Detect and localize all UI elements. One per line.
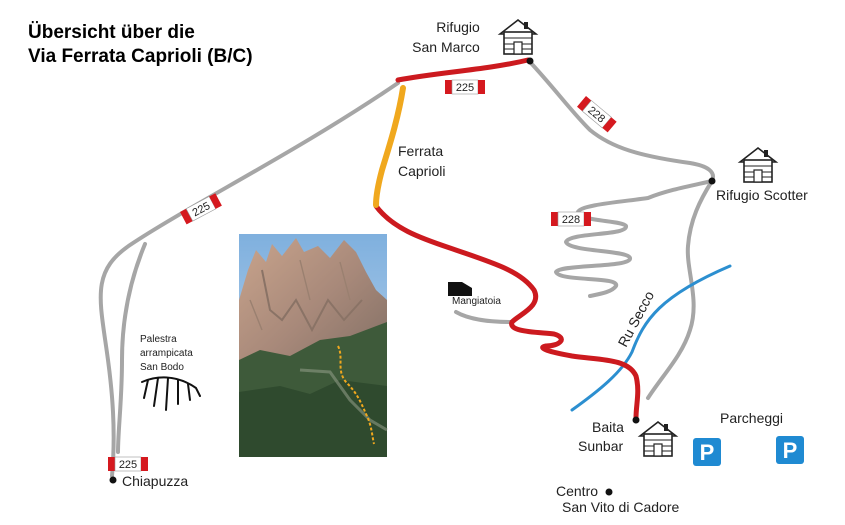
point-chiapuzza	[109, 476, 117, 484]
trail-sign-top-label: 225	[456, 82, 474, 94]
parking-icon: P	[693, 438, 721, 466]
centro-label-line2: San Vito di Cadore	[562, 499, 679, 515]
grey-trails	[98, 60, 715, 478]
trail-sign-switchbacks: 228	[551, 211, 591, 227]
parking-symbol: P	[783, 438, 798, 463]
parking-symbol: P	[700, 440, 715, 465]
point-san-marco	[526, 57, 534, 65]
ferrata-label-line1: Ferrata	[398, 143, 443, 159]
point-baita-sunbar	[632, 416, 640, 424]
trail-sign-left: 225	[180, 193, 222, 225]
route-ferrata-orange	[373, 85, 406, 208]
hut-icon	[637, 420, 679, 457]
mountain-photo	[239, 234, 388, 457]
feeding-trough-icon	[448, 282, 472, 296]
route-red	[373, 57, 641, 421]
rifugio-san-marco-label-line2: San Marco	[412, 39, 480, 55]
river-ru-secco	[570, 264, 732, 412]
palestra-label-line2: arrampicata	[140, 348, 193, 359]
centro-label-line1: Centro	[556, 483, 598, 499]
trail-switchbacks	[554, 179, 714, 298]
trail-san-marco-scotter	[528, 60, 715, 183]
baita-sunbar-label-line2: Sunbar	[578, 438, 623, 454]
trail-sign-switchbacks-label: 228	[562, 214, 580, 226]
baita-sunbar-label-line1: Baita	[592, 419, 624, 435]
palestra-label-line3: San Bodo	[140, 362, 184, 373]
trail-scotter-down	[646, 179, 714, 400]
ferrata-label-line2: Caprioli	[398, 163, 445, 179]
rifugio-san-marco-label-line1: Rifugio	[436, 19, 480, 35]
hut-icon	[497, 18, 539, 55]
rifugio-scotter-label: Rifugio Scotter	[716, 187, 808, 203]
map-title-line1: Übersicht über die	[28, 22, 195, 43]
trail-chiapuzza-san-marco	[98, 81, 400, 478]
point-scotter	[708, 177, 716, 185]
route-top-red	[395, 57, 531, 83]
palestra-label-line1: Palestra	[140, 334, 177, 345]
chiapuzza-label: Chiapuzza	[122, 473, 188, 489]
route-descent-red	[373, 203, 641, 421]
climbing-crag-icon	[141, 376, 201, 411]
parcheggi-label: Parcheggi	[720, 410, 783, 426]
map-title-line2: Via Ferrata Caprioli (B/C)	[28, 46, 253, 67]
point-centro	[605, 488, 613, 496]
trail-sign-top: 225	[445, 79, 485, 95]
mangiatoia-label: Mangiatoia	[452, 296, 501, 307]
hut-icon	[737, 146, 779, 183]
trail-side-branch	[116, 242, 147, 454]
trail-mangiatoia	[454, 310, 514, 324]
trail-sign-bottom: 225	[108, 456, 148, 472]
parking-icon: P	[776, 436, 804, 464]
trail-sign-upper-right: 228	[577, 96, 617, 133]
trail-sign-bottom-label: 225	[119, 459, 137, 471]
